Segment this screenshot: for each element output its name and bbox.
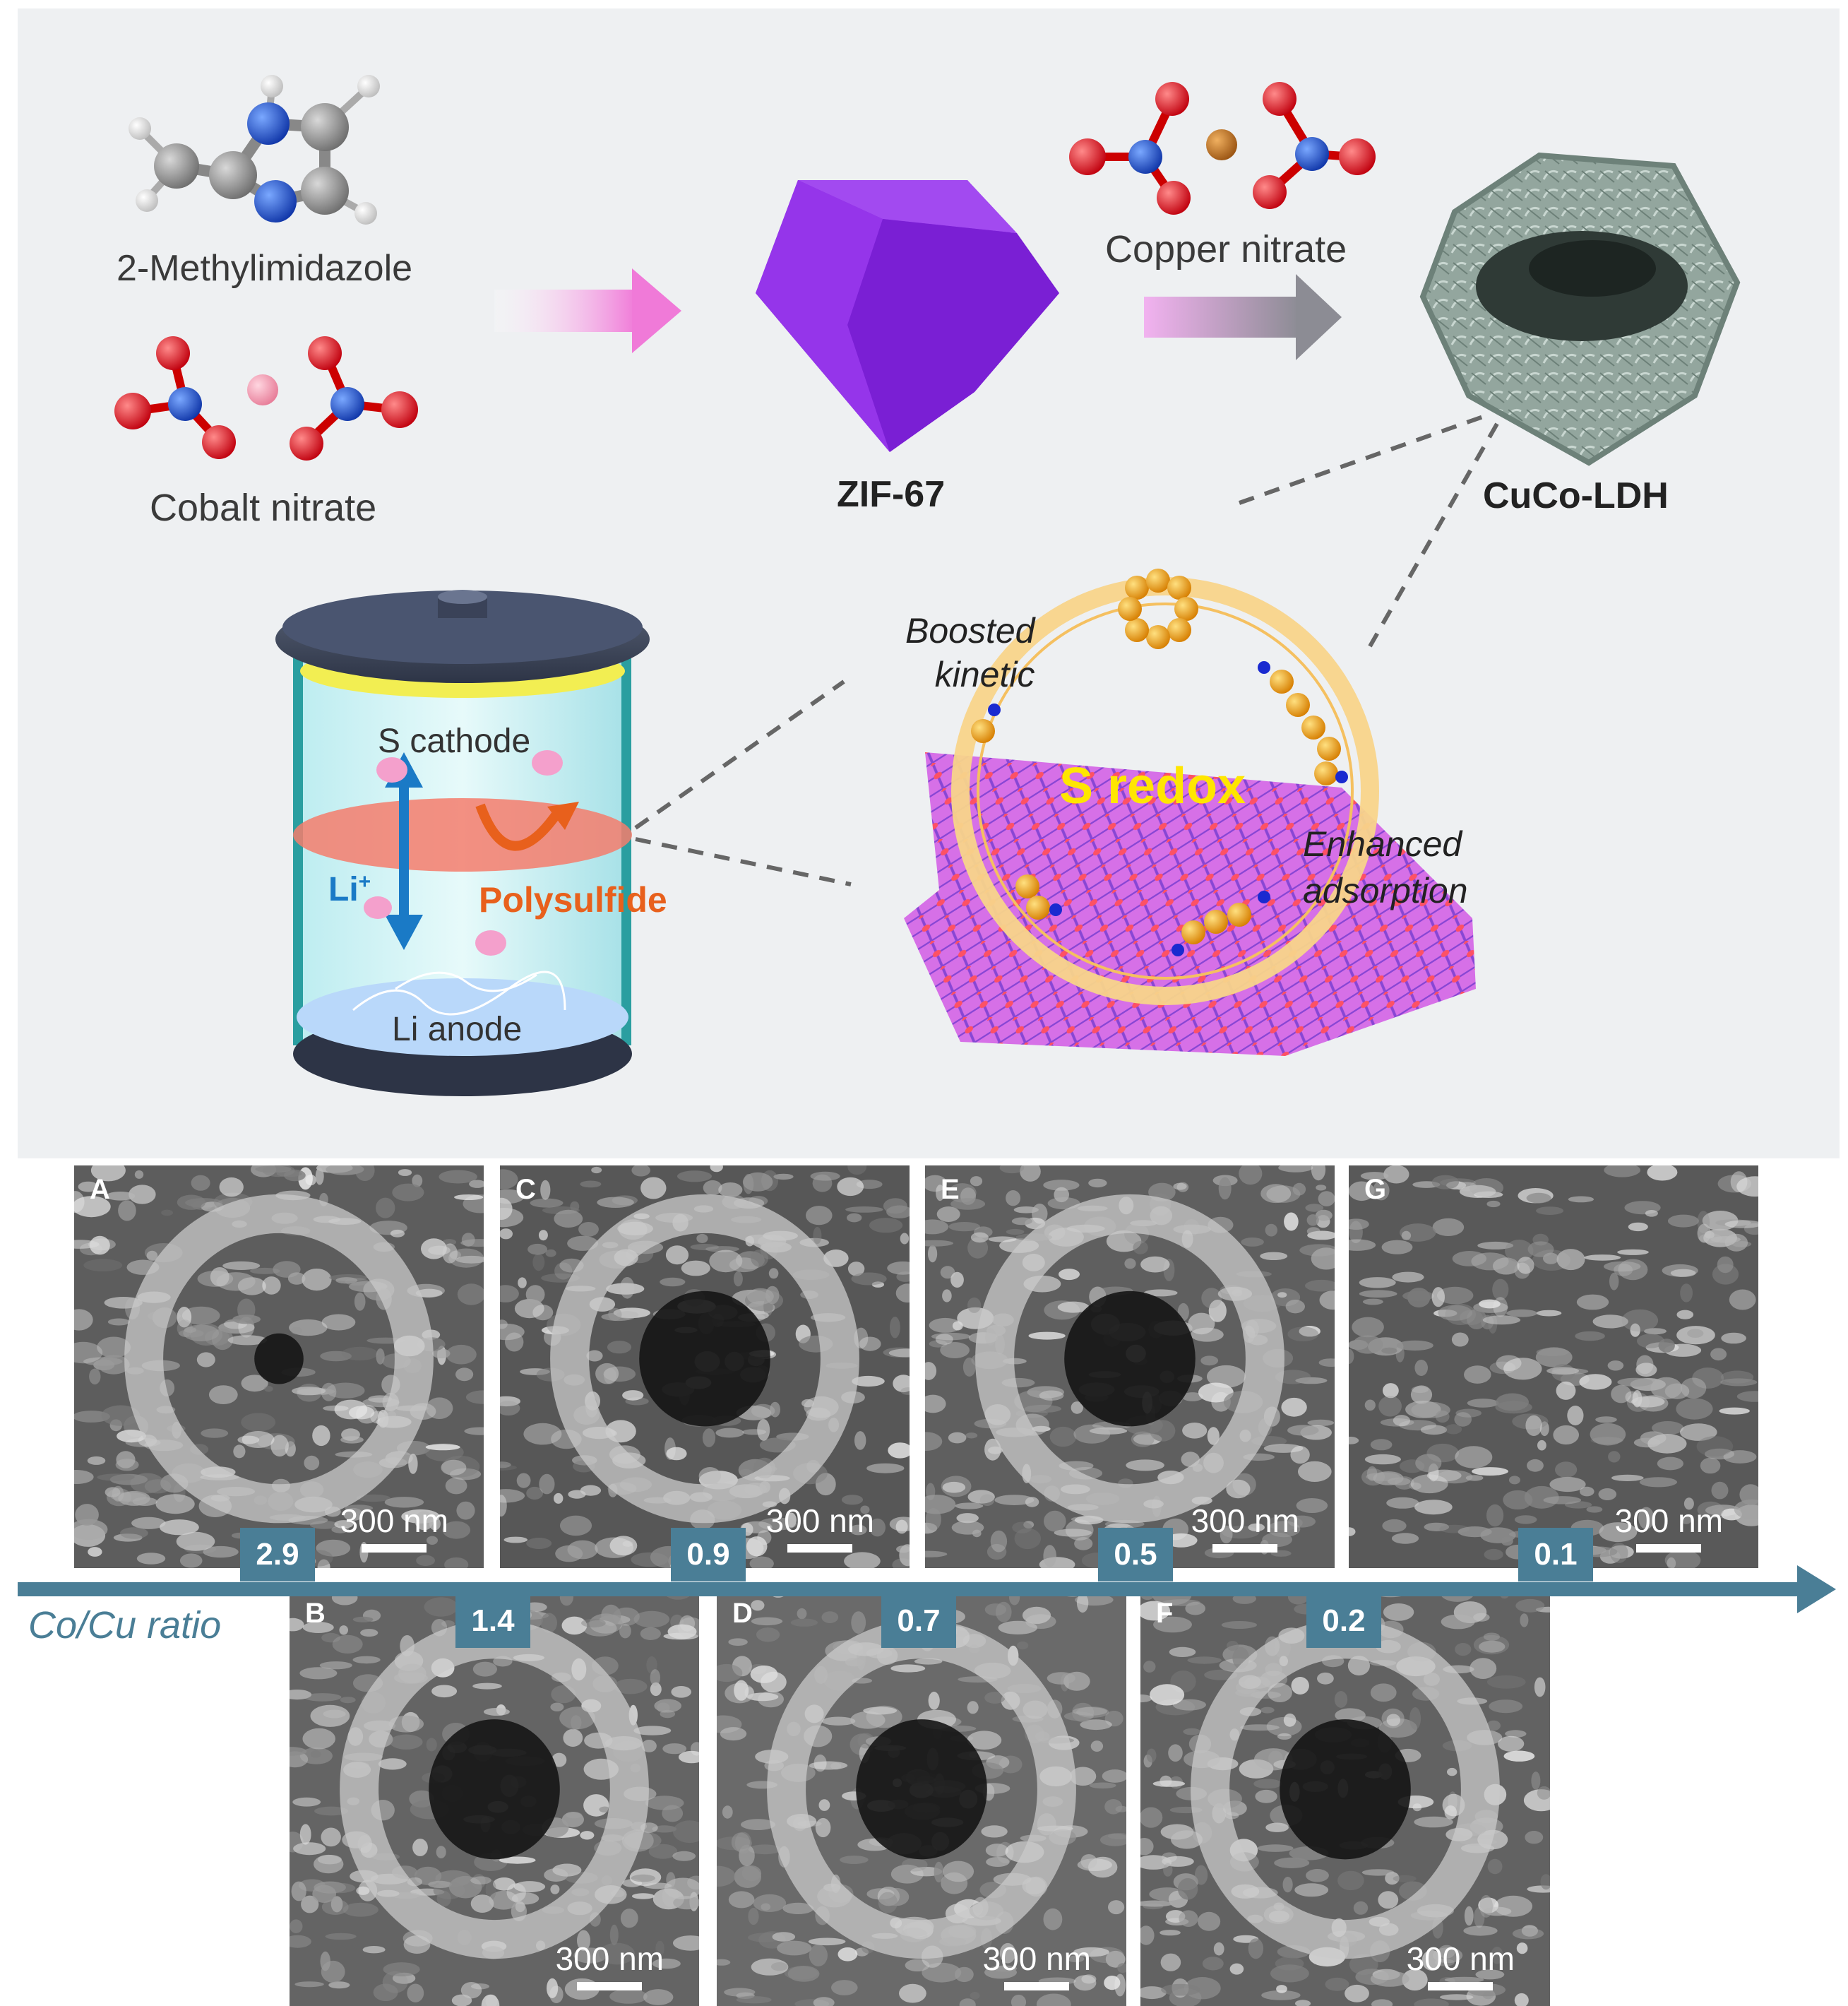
scale-bar: 300 nm <box>340 1502 448 1553</box>
sem-micrograph-d <box>717 1589 1126 2006</box>
sem-panel-c: C 300 nm <box>500 1165 910 1568</box>
ratio-badge-g: 0.1 <box>1518 1528 1593 1581</box>
scale-bar-text: 300 nm <box>982 1940 1091 1977</box>
ratio-badge-b: 1.4 <box>455 1594 530 1648</box>
scale-bar: 300 nm <box>766 1502 874 1553</box>
cuco-ldh-label: CuCo-LDH <box>1483 475 1669 516</box>
ratio-badge-d: 0.7 <box>881 1594 956 1648</box>
scale-bar-line <box>787 1544 853 1553</box>
sem-panel-label: B <box>305 1598 326 1629</box>
scale-bar-text: 300 nm <box>555 1940 664 1977</box>
li-ion-charge: + <box>358 870 371 894</box>
copper-nitrate-molecule <box>1069 82 1376 215</box>
sem-panel-label: E <box>941 1174 960 1205</box>
arrow-to-zif67 <box>494 268 681 353</box>
co-cu-ratio-label: Co/Cu ratio <box>28 1604 222 1646</box>
scale-bar: 300 nm <box>556 1940 664 1990</box>
scale-bar-line <box>1428 1982 1494 1990</box>
co-cu-ratio-axis <box>18 1565 1836 1613</box>
scale-bar-text: 300 nm <box>340 1502 448 1539</box>
scale-bar: 300 nm <box>1407 1940 1515 1990</box>
s-redox-ring <box>951 569 1379 1005</box>
sem-micrograph-c <box>500 1165 910 1568</box>
sem-panel-b: B 300 nm <box>290 1589 699 2006</box>
li-s-battery <box>275 590 650 1096</box>
sem-panel-label: A <box>90 1174 110 1205</box>
boosted-kinetic-label: Boosted kinetic <box>905 609 1035 696</box>
sem-panel-a: A 300 nm <box>74 1165 484 1568</box>
boosted-line-2: kinetic <box>934 655 1035 694</box>
sem-micrograph-e <box>925 1165 1335 1568</box>
s8-ring <box>1118 569 1198 649</box>
zif67-label: ZIF-67 <box>837 474 946 515</box>
synthesis-scheme <box>18 8 1840 1158</box>
li-ion-label: Li+ <box>328 870 371 909</box>
sem-panel-e: E 300 nm <box>925 1165 1335 1568</box>
s-cathode-label: S cathode <box>378 723 531 760</box>
boosted-line-1: Boosted <box>905 611 1035 651</box>
sem-panel-f: F 300 nm <box>1140 1589 1550 2006</box>
ratio-badge-f: 0.2 <box>1306 1594 1381 1648</box>
enhanced-line-2: adsorption <box>1303 871 1468 910</box>
scale-bar-line <box>1636 1544 1702 1553</box>
s-redox-label: S redox <box>1059 758 1246 814</box>
scale-bar-line <box>1004 1982 1070 1990</box>
methylimidazole-molecule <box>129 75 380 225</box>
sem-panel-g: G 300 nm <box>1349 1165 1758 1568</box>
scale-bar: 300 nm <box>1191 1502 1299 1553</box>
scale-bar-line <box>577 1982 643 1990</box>
sem-panel-label: D <box>732 1598 753 1629</box>
li-anode-label: Li anode <box>392 1011 523 1048</box>
scale-bar-text: 300 nm <box>1406 1940 1515 1977</box>
polysulfide-label: Polysulfide <box>479 880 667 920</box>
dashed-connectors <box>634 415 1499 886</box>
sem-panel-d: D 300 nm <box>717 1589 1126 2006</box>
ratio-badge-e: 0.5 <box>1098 1528 1173 1581</box>
scale-bar-text: 300 nm <box>765 1502 874 1539</box>
scale-bar-line <box>1212 1544 1278 1553</box>
sem-panel-label: F <box>1156 1598 1174 1629</box>
enhanced-adsorption-label: Enhanced adsorption <box>1303 821 1468 914</box>
ldh-lattice <box>904 752 1476 1056</box>
sem-panel-label: C <box>515 1174 536 1205</box>
ratio-badge-a: 2.9 <box>240 1528 315 1581</box>
cobalt-nitrate-label: Cobalt nitrate <box>150 487 377 529</box>
scale-bar: 300 nm <box>1615 1502 1723 1553</box>
methylimidazole-label: 2-Methylimidazole <box>117 248 413 289</box>
sem-panel-label: G <box>1364 1174 1387 1205</box>
scale-bar: 300 nm <box>983 1940 1091 1990</box>
li-ion-symbol: Li <box>328 871 359 908</box>
scale-bar-line <box>362 1544 427 1553</box>
zif67-polyhedron <box>756 180 1059 452</box>
scale-bar-text: 300 nm <box>1614 1502 1723 1539</box>
sem-micrograph-a <box>74 1165 484 1568</box>
ratio-badge-c: 0.9 <box>671 1528 746 1581</box>
cuco-ldh-polyhedron <box>1419 152 1741 466</box>
copper-nitrate-label: Copper nitrate <box>1105 228 1347 271</box>
arrow-to-cuco-ldh <box>1144 274 1342 360</box>
scale-bar-text: 300 nm <box>1191 1502 1299 1539</box>
enhanced-line-1: Enhanced <box>1303 824 1462 864</box>
cobalt-nitrate-molecule <box>114 336 418 461</box>
